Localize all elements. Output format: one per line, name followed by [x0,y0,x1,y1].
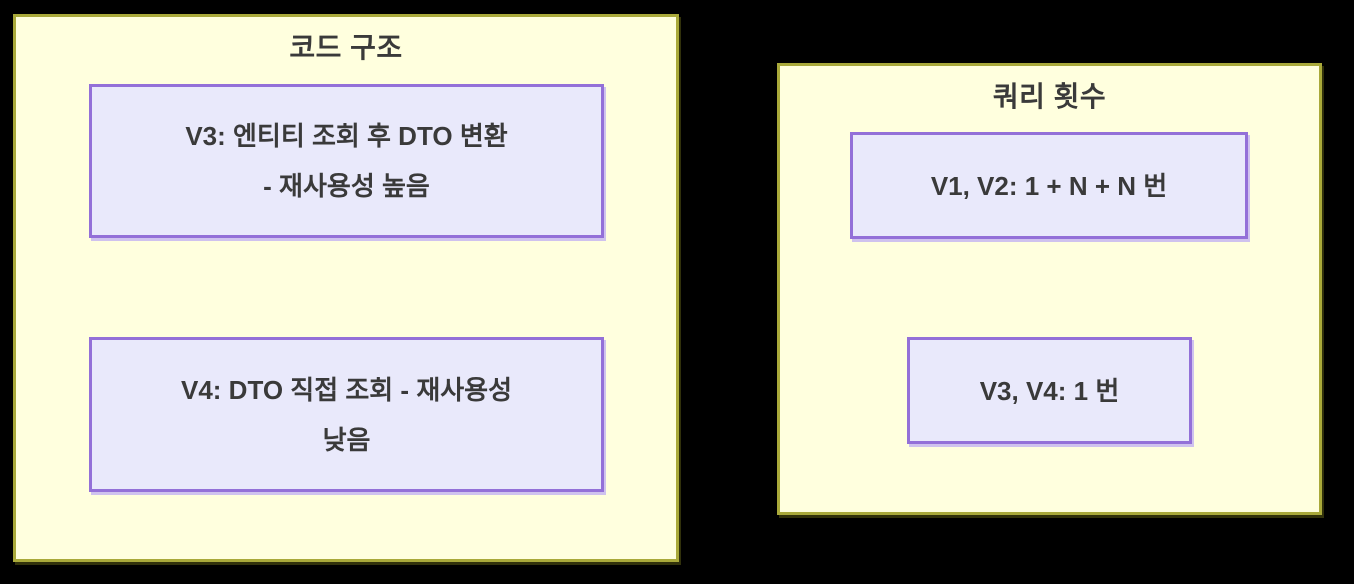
node-v3-entity-dto: V3: 엔티티 조회 후 DTO 변환 - 재사용성 높음 [89,84,604,238]
node-v3-v4-query-count: V3, V4: 1 번 [907,337,1192,444]
node-text-line: V4: DTO 직접 조회 - 재사용성 [180,374,512,405]
node-text-line: 낮음 [322,424,371,455]
node-v4-dto-direct: V4: DTO 직접 조회 - 재사용성 낮음 [89,337,604,492]
node-v1-v2-query-count: V1, V2: 1 + N + N 번 [850,132,1248,239]
group-title-code-structure: 코드 구조 [289,32,403,63]
group-query-count: 쿼리 횟수 V1, V2: 1 + N + N 번 V3, V4: 1 번 [777,63,1322,515]
node-text-line: V3, V4: 1 번 [979,375,1120,406]
node-text-line: V1, V2: 1 + N + N 번 [930,170,1168,201]
group-title-query-count: 쿼리 횟수 [992,81,1107,112]
group-code-structure: 코드 구조 V3: 엔티티 조회 후 DTO 변환 - 재사용성 높음 V4: … [13,14,679,562]
node-text-line: V3: 엔티티 조회 후 DTO 변환 [185,121,508,151]
node-text-line: - 재사용성 높음 [263,171,430,201]
